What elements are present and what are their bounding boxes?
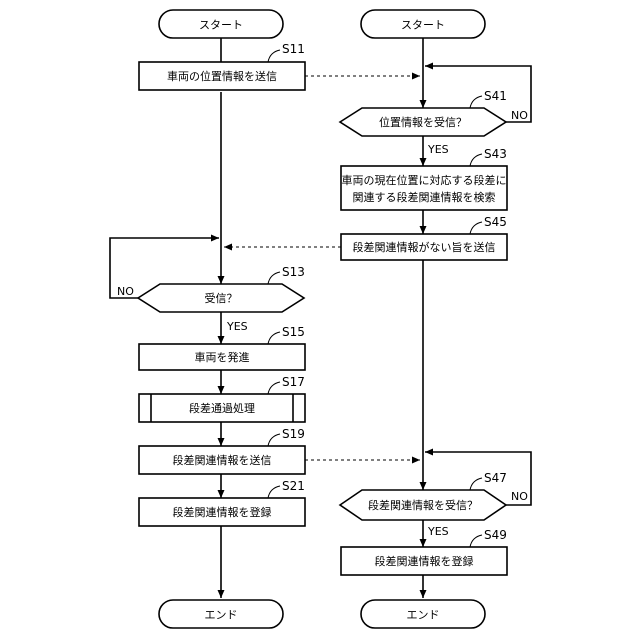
left-s19-step: S19 [282, 427, 305, 441]
left-s13-no-label: NO [117, 285, 134, 298]
right-s49-label: 段差関連情報を登録 [375, 554, 474, 568]
left-s19-label: 段差関連情報を送信 [173, 453, 272, 467]
right-end-label: エンド [407, 609, 440, 622]
right-s43-line1: 車両の現在位置に対応する段差に [342, 173, 507, 187]
left-flow: スタート 車両の位置情報を送信 S11 受信？ S13 NO YES 車両を発進… [110, 10, 305, 628]
left-s15-leader [268, 332, 280, 344]
left-s13-label: 受信？ [205, 292, 238, 305]
left-s21-label: 段差関連情報を登録 [173, 505, 272, 519]
right-s49-step: S49 [484, 528, 507, 542]
left-s21-leader [268, 486, 280, 498]
left-s17-step: S17 [282, 375, 305, 389]
right-s49-leader [470, 535, 482, 547]
right-s45-leader [470, 222, 482, 234]
left-s13-leader [268, 272, 280, 284]
left-s21-step: S21 [282, 479, 305, 493]
right-s47-step: S47 [484, 471, 507, 485]
right-flow: スタート 位置情報を受信？ S41 NO YES 車両の現在位置に対応する段差に… [340, 10, 531, 628]
right-s47-leader [470, 478, 482, 490]
right-s41-label: 位置情報を受信？ [379, 115, 467, 129]
right-s41-yes-label: YES [427, 143, 449, 156]
left-s17-label: 段差通過処理 [189, 401, 255, 415]
left-s11-label: 車両の位置情報を送信 [167, 69, 277, 83]
left-s17-leader [268, 382, 280, 394]
right-s45-label: 段差関連情報がない旨を送信 [353, 240, 496, 254]
left-s15-label: 車両を発進 [195, 350, 250, 364]
left-s11-leader [268, 50, 280, 62]
right-s43-line2: 関連する段差関連情報を検索 [353, 190, 496, 204]
left-start-label: スタート [199, 19, 243, 32]
right-start-label: スタート [401, 19, 445, 32]
left-s19-leader [268, 434, 280, 446]
right-s47-yes-label: YES [427, 525, 449, 538]
left-s13-step: S13 [282, 265, 305, 279]
right-s47-label: 段差関連情報を受信？ [368, 498, 478, 512]
right-s47-no-label: NO [511, 490, 528, 503]
left-end-label: エンド [205, 609, 238, 622]
left-s13-yes-label: YES [226, 320, 248, 333]
right-s45-step: S45 [484, 215, 507, 229]
right-s43-step: S43 [484, 147, 507, 161]
left-s15-step: S15 [282, 325, 305, 339]
right-s41-no-label: NO [511, 109, 528, 122]
right-s41-leader [470, 96, 482, 108]
right-s41-step: S41 [484, 89, 507, 103]
left-s11-step: S11 [282, 42, 305, 56]
right-s43-leader [470, 154, 482, 166]
